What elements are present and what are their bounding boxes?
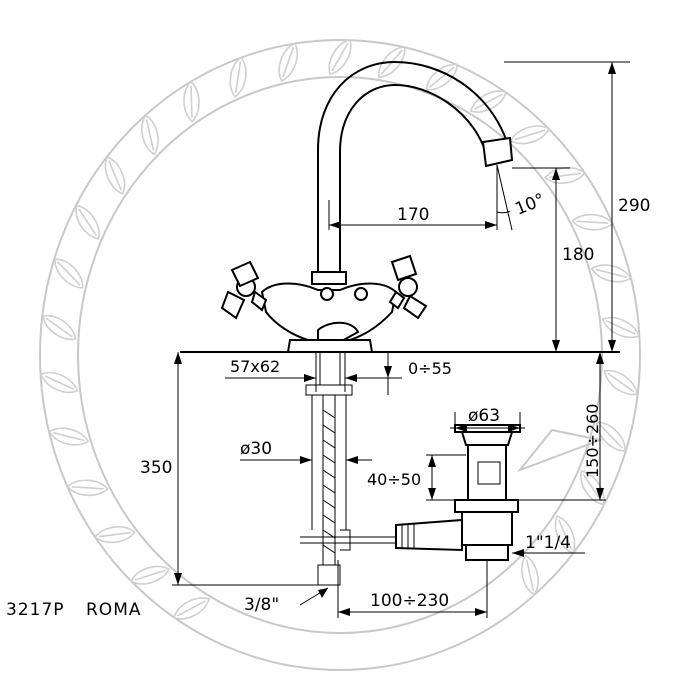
label-shank-diameter: ø30	[240, 439, 272, 459]
wreath-leaf	[596, 421, 626, 452]
wreath-leaf	[104, 156, 126, 195]
dimension-labels: 290 180 170 10° 57x62 0÷55 350 ø30 ø63 1…	[140, 190, 650, 615]
label-deck-thickness: 0÷55	[408, 359, 452, 378]
label-waste-depth: 150÷260	[583, 404, 602, 478]
faucet-drawing	[180, 60, 620, 586]
label-waste-adjust: 40÷50	[367, 470, 421, 489]
wreath-leaf	[48, 427, 90, 446]
wreath-leaf	[229, 56, 247, 98]
wreath-leaf	[173, 597, 211, 620]
wreath-leaf	[571, 213, 613, 231]
wreath-leaf	[75, 204, 100, 240]
wreath-leaf	[603, 369, 638, 396]
model-name: ROMA	[86, 600, 142, 620]
wreath-leaf	[54, 258, 84, 289]
wreath-leaf	[141, 114, 159, 156]
wreath-leaf	[328, 38, 352, 76]
label-rod-offset: 100÷230	[370, 591, 449, 611]
label-waste-diameter: ø63	[468, 406, 500, 426]
wreath-leaf	[278, 42, 298, 83]
wreath-leaf	[94, 526, 136, 544]
wreath-leaf	[42, 314, 77, 341]
model-code: 3217P	[6, 600, 65, 620]
wreath-leaf	[425, 63, 459, 91]
wreath-leaf	[130, 565, 171, 585]
label-spout-angle: 10°	[512, 190, 547, 220]
wreath-leaf	[40, 372, 79, 393]
label-supply-thread: 3/8"	[244, 595, 279, 615]
label-spout-height: 180	[562, 245, 594, 265]
wreath-leaf	[183, 81, 200, 123]
label-below-deck-length: 350	[140, 458, 172, 478]
wreath-leaf	[67, 479, 109, 497]
wreath-leaf	[521, 554, 539, 596]
label-spout-reach: 170	[397, 205, 429, 225]
label-waste-thread: 1"1/4	[525, 533, 571, 553]
label-overall-height: 290	[618, 196, 650, 216]
wreath-leaf	[554, 515, 576, 554]
dimension-lines	[172, 61, 630, 618]
wreath-leaf	[590, 264, 632, 283]
wreath-leaf	[601, 317, 640, 338]
wreath-leaf	[469, 90, 507, 113]
model-caption: 3217P ROMA	[6, 600, 142, 620]
label-base-size: 57x62	[230, 357, 280, 376]
